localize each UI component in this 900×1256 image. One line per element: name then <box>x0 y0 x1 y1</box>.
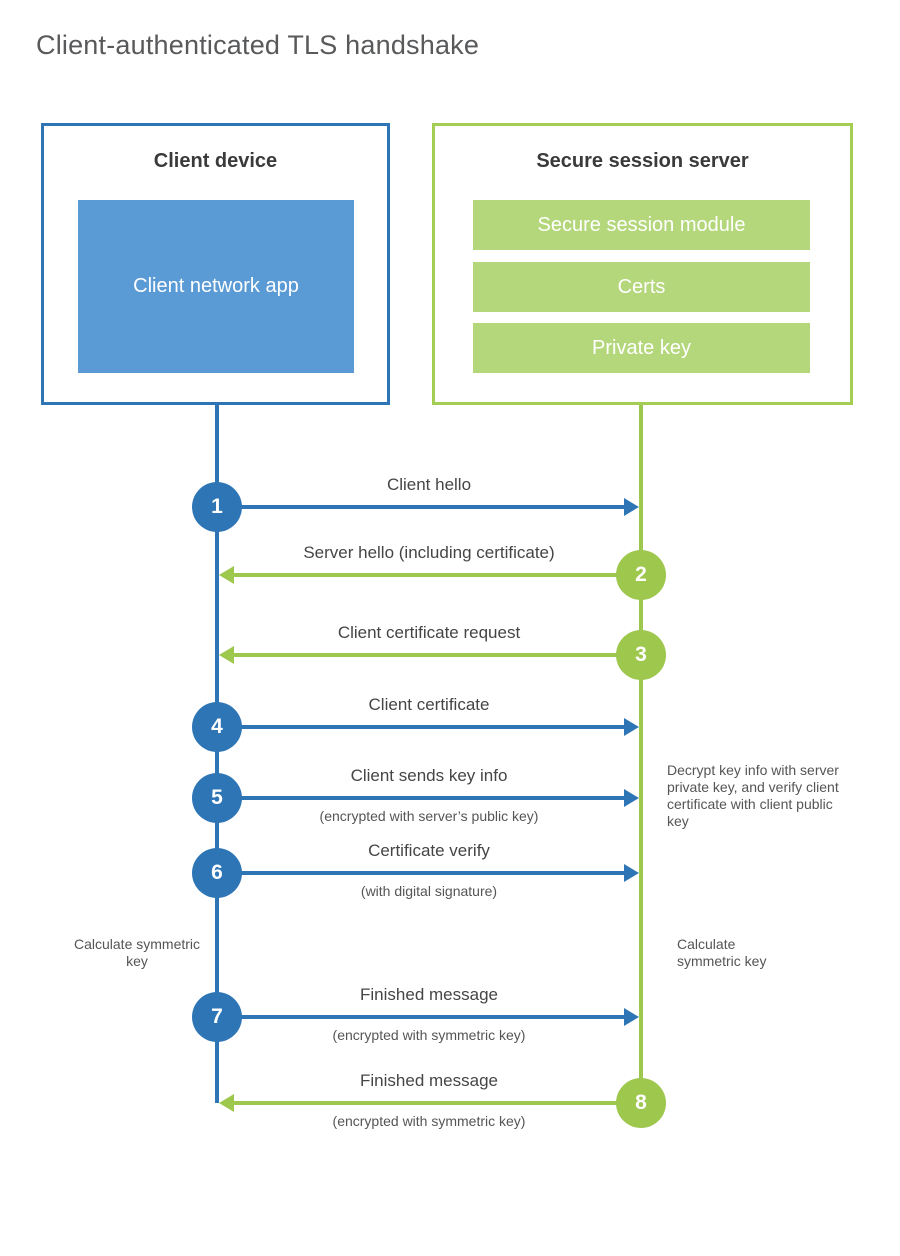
decrypt-note: Decrypt key info with server private key… <box>667 762 839 829</box>
message-8-arrowhead-icon <box>219 1094 234 1112</box>
message-8-sublabel: (encrypted with symmetric key) <box>332 1113 526 1129</box>
server-lifeline <box>639 405 643 1103</box>
message-1-label: Client hello <box>386 475 472 494</box>
message-4-arrowhead-icon <box>624 718 639 736</box>
message-8-label: Finished message <box>360 1071 498 1090</box>
message-3-label: Client certificate request <box>337 623 521 642</box>
message-7-arrow-line <box>217 1015 624 1019</box>
message-7-label: Finished message <box>360 985 498 1004</box>
message-2-arrow-line <box>234 573 641 577</box>
message-7-sublabel: (encrypted with symmetric key) <box>332 1027 526 1043</box>
client-device-title: Client device <box>153 150 278 172</box>
message-3-arrow-line <box>234 653 641 657</box>
message-6-arrow-line <box>217 871 624 875</box>
server-module-certs: Certs <box>473 262 810 312</box>
message-5-label: Client sends key info <box>350 766 508 785</box>
calculate-symmetric-key-note-client: Calculate symmetric key <box>73 936 201 969</box>
message-6-sublabel: (with digital signature) <box>360 883 498 899</box>
client-network-app-box: Client network app <box>78 200 354 373</box>
secure-session-server-title: Secure session server <box>536 150 749 172</box>
message-5-sublabel: (encrypted with server’s public key) <box>319 808 539 824</box>
message-2-label: Server hello (including certificate) <box>303 543 555 562</box>
client-lifeline <box>215 405 219 1103</box>
message-5-arrow-line <box>217 796 624 800</box>
message-5-arrowhead-icon <box>624 789 639 807</box>
step-7-circle: 7 <box>192 992 242 1042</box>
step-2-circle: 2 <box>616 550 666 600</box>
message-2-arrowhead-icon <box>219 566 234 584</box>
page-title: Client-authenticated TLS handshake <box>36 30 480 60</box>
client-network-app-label: Client network app <box>133 275 299 297</box>
message-3-arrowhead-icon <box>219 646 234 664</box>
step-5-circle: 5 <box>192 773 242 823</box>
message-1-arrowhead-icon <box>624 498 639 516</box>
step-4-circle: 4 <box>192 702 242 752</box>
message-8-arrow-line <box>234 1101 641 1105</box>
step-8-circle: 8 <box>616 1078 666 1128</box>
message-1-arrow-line <box>217 505 624 509</box>
server-module-private-key: Private key <box>473 323 810 373</box>
step-1-circle: 1 <box>192 482 242 532</box>
message-6-arrowhead-icon <box>624 864 639 882</box>
message-4-label: Client certificate <box>368 695 490 714</box>
server-module-secure-session-module: Secure session module <box>473 200 810 250</box>
calculate-symmetric-key-note-server: Calculate symmetric key <box>677 936 767 969</box>
step-6-circle: 6 <box>192 848 242 898</box>
message-6-label: Certificate verify <box>368 841 490 860</box>
message-7-arrowhead-icon <box>624 1008 639 1026</box>
message-4-arrow-line <box>217 725 624 729</box>
step-3-circle: 3 <box>616 630 666 680</box>
